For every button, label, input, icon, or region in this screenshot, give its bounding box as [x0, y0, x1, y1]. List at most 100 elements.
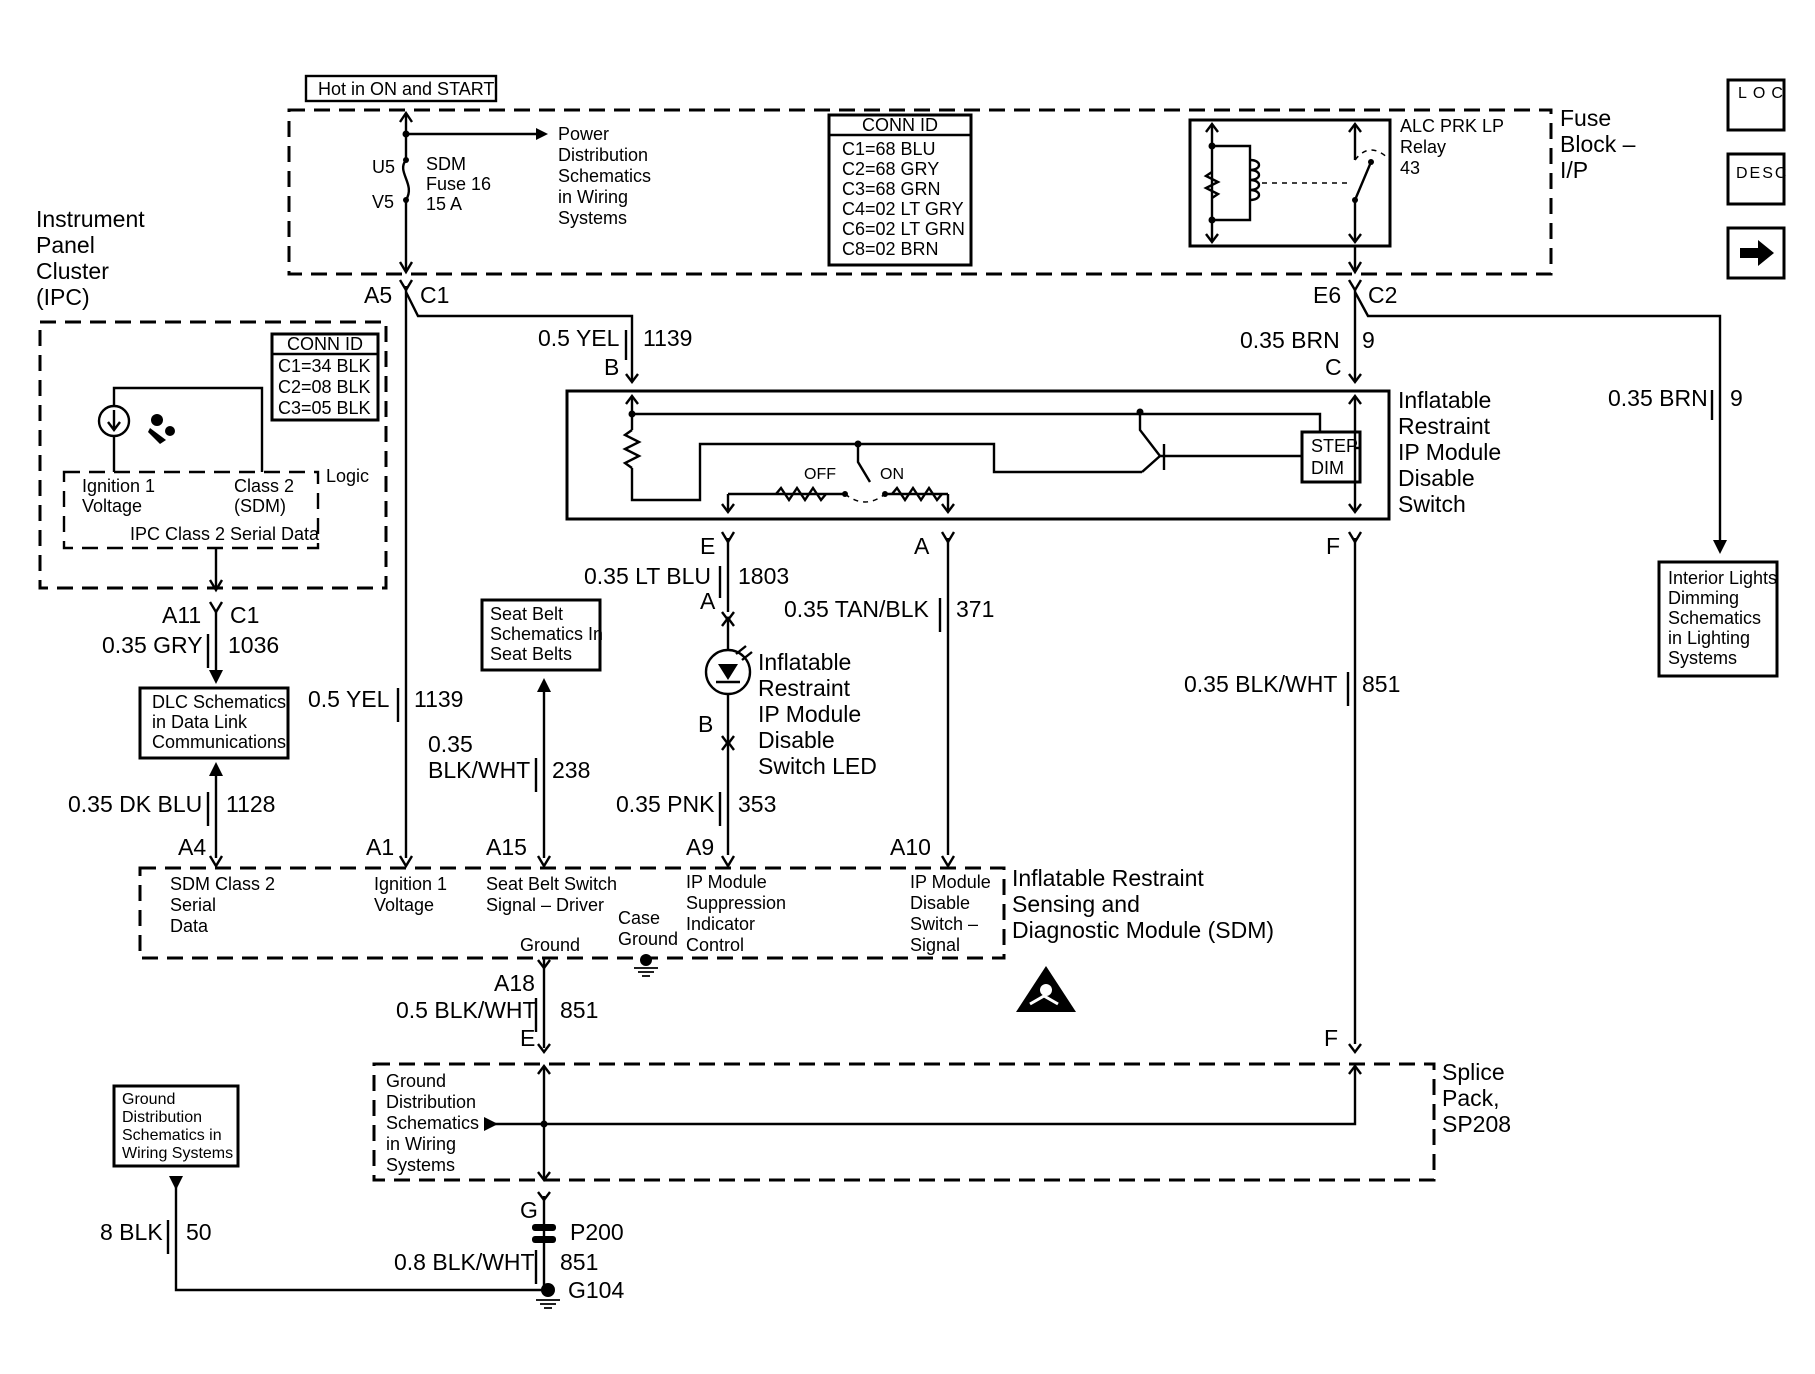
splice-pin-f: F	[1324, 1025, 1338, 1051]
wire-yel-mid-num: 1139	[414, 686, 463, 712]
svg-text:SDM: SDM	[426, 154, 466, 174]
next-page-icon[interactable]	[1726, 226, 1786, 280]
wire-ltblu-color: 0.35 LT BLU	[584, 563, 711, 589]
pin-e6: E6	[1313, 282, 1341, 308]
svg-text:Schematics: Schematics	[558, 166, 651, 186]
svg-text:IP Module: IP Module	[910, 872, 991, 892]
svg-text:BLK/WHT: BLK/WHT	[428, 757, 530, 783]
wire-tanblk-num: 371	[956, 596, 994, 622]
svg-text:Inflatable: Inflatable	[1398, 387, 1491, 413]
svg-text:Block –: Block –	[1560, 131, 1636, 157]
wire-blkwht851-num: 851	[1362, 671, 1400, 697]
sdm-pin-a9: A9	[686, 834, 714, 860]
airbag-warning-icon	[148, 414, 175, 444]
wire-blk8-num: 50	[186, 1219, 212, 1245]
ipc-logic-box	[62, 470, 320, 550]
svg-text:Signal: Signal	[910, 935, 960, 955]
wire-gry-num: 1036	[228, 632, 279, 658]
svg-text:Cluster: Cluster	[36, 258, 109, 284]
wire-yel-top-color: 0.5 YEL	[538, 325, 620, 351]
svg-text:43: 43	[1400, 158, 1420, 178]
step-dim-box	[1300, 430, 1362, 484]
fuse-v5: V5	[372, 192, 394, 212]
hot-label: Hot in ON and START	[318, 79, 494, 99]
location-icon[interactable]: LOC	[1726, 78, 1789, 132]
seat-belt-ref-box[interactable]: Seat Belt Schematics In Seat Belts	[480, 598, 603, 672]
svg-text:Seat Belts: Seat Belts	[490, 644, 572, 664]
svg-text:SDM Class 2: SDM Class 2	[170, 874, 275, 894]
svg-text:Inflatable: Inflatable	[758, 649, 851, 675]
wire-brn-9-right	[1353, 291, 1722, 548]
switch-pin-f: F	[1326, 533, 1340, 559]
svg-text:Disable: Disable	[1398, 465, 1475, 491]
sdm-ground-label: Ground	[520, 935, 580, 955]
svg-text:Class 2: Class 2	[234, 476, 294, 496]
transistor-icon	[1138, 412, 1161, 457]
resistor-icon	[622, 429, 642, 469]
svg-text:DLC Schematics: DLC Schematics	[152, 692, 286, 712]
svg-text:Control: Control	[686, 935, 744, 955]
arrow-right-icon	[536, 128, 548, 140]
relay-label: ALC PRK LP Relay 43	[1400, 116, 1504, 178]
sdm-pin-a4: A4	[178, 834, 206, 860]
svg-text:Distribution: Distribution	[122, 1109, 202, 1126]
connector-p200: P200	[570, 1219, 624, 1245]
resistor-icon	[775, 485, 827, 503]
wire-p200-color: 0.8 BLK/WHT	[394, 1249, 535, 1275]
svg-text:Switch –: Switch –	[910, 914, 978, 934]
wire-brn-right-color: 0.35 BRN	[1608, 385, 1708, 411]
svg-text:C2=68 GRY: C2=68 GRY	[842, 159, 939, 179]
svg-text:Seat Belt Switch: Seat Belt Switch	[486, 874, 617, 894]
wire-brn-right-num: 9	[1730, 385, 1743, 411]
svg-text:Indicator: Indicator	[686, 914, 755, 934]
power-distribution-ref: Power Distribution Schematics in Wiring …	[558, 124, 651, 228]
switch-pin-e: E	[700, 533, 715, 559]
sdm-title: Inflatable Restraint Sensing and Diagnos…	[1012, 865, 1274, 943]
svg-text:in Wiring: in Wiring	[386, 1134, 456, 1154]
svg-text:Switch LED: Switch LED	[758, 753, 877, 779]
step-label: STEP	[1311, 436, 1358, 456]
svg-text:Ground: Ground	[386, 1071, 446, 1091]
ground-symbol-icon	[634, 954, 658, 977]
led-pin-b: B	[698, 711, 713, 737]
svg-text:Fuse 16: Fuse 16	[426, 174, 491, 194]
wire-ltblu-num: 1803	[738, 563, 789, 589]
dim-label: DIM	[1311, 458, 1344, 478]
wire-p200-num: 851	[560, 1249, 598, 1275]
fuse-name: SDM Fuse 16 15 A	[426, 154, 491, 214]
sdm-seatbelt: Seat Belt Switch Signal – Driver	[486, 874, 617, 915]
svg-text:IP Module: IP Module	[1398, 439, 1501, 465]
fuse-block-outline	[287, 108, 1553, 276]
conn-c2-top: C2	[1368, 282, 1397, 308]
svg-text:Distribution: Distribution	[558, 145, 648, 165]
led-icon	[704, 645, 753, 696]
ipc-class2: Class 2 (SDM)	[234, 476, 294, 516]
svg-text:Systems: Systems	[558, 208, 627, 228]
fuse-block-title: Fuse Block – I/P	[1560, 105, 1636, 183]
wire-yel-top-num: 1139	[643, 325, 692, 351]
svg-text:in Data Link: in Data Link	[152, 712, 248, 732]
svg-text:C4=02 LT GRY: C4=02 LT GRY	[842, 199, 964, 219]
svg-text:Systems: Systems	[1668, 648, 1737, 668]
svg-text:in Wiring: in Wiring	[558, 187, 628, 207]
resistor-icon	[891, 485, 943, 503]
ipc-logic-label: Logic	[326, 466, 369, 486]
interior-lights-ref-box[interactable]: Interior Lights Dimming Schematics in Li…	[1657, 560, 1779, 678]
ipc-outline	[38, 320, 388, 590]
ipc-title: Instrument Panel Cluster (IPC)	[36, 206, 145, 310]
svg-text:Fuse: Fuse	[1560, 105, 1611, 131]
wire-brn-color: 0.35 BRN	[1240, 327, 1340, 353]
led-pin-a: A	[700, 588, 716, 614]
wire-gnd-num: 851	[560, 997, 598, 1023]
svg-text:Ground: Ground	[122, 1091, 175, 1108]
wire-gry-color: 0.35 GRY	[102, 632, 203, 658]
dlc-ref-box[interactable]: DLC Schematics in Data Link Communicatio…	[138, 686, 290, 760]
svg-text:Case: Case	[618, 908, 660, 928]
ground-dist-ref-box[interactable]: Ground Distribution Schematics in Wiring…	[112, 1084, 240, 1168]
wire-gnd-color: 0.5 BLK/WHT	[396, 997, 537, 1023]
description-icon[interactable]: DESC	[1726, 152, 1788, 206]
svg-text:C3=68 GRN: C3=68 GRN	[842, 179, 941, 199]
sdm-case-ground: Case Ground	[618, 908, 678, 949]
